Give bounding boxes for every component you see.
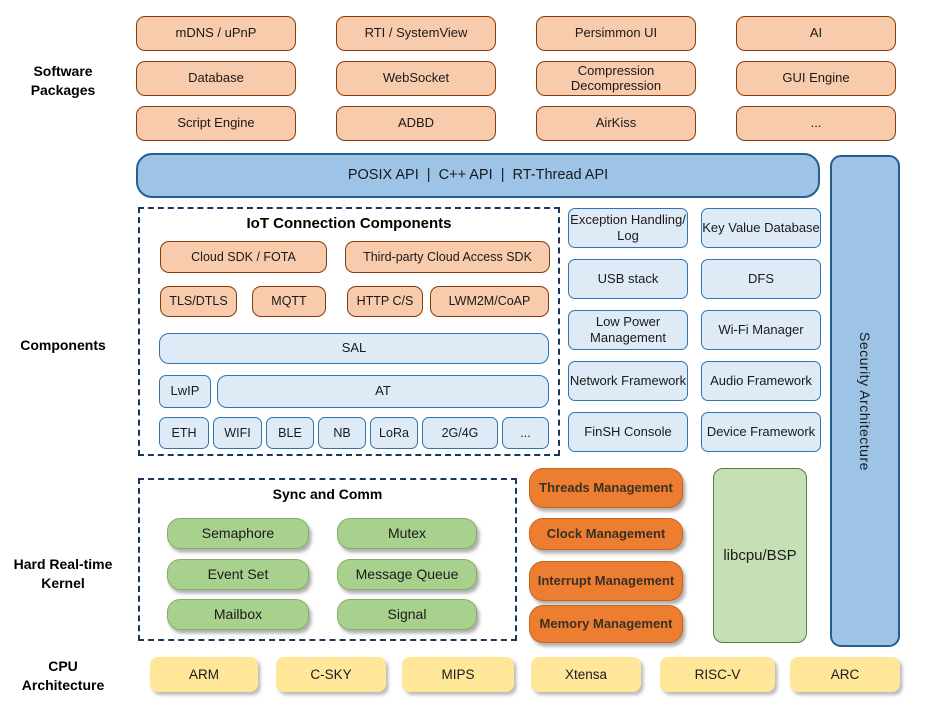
package-box: AirKiss <box>536 106 696 141</box>
module-box: Audio Framework <box>701 361 821 401</box>
sync-item-box: Semaphore <box>167 518 309 549</box>
section-label-kernel: Hard Real-time Kernel <box>13 556 113 591</box>
iot-sdk-box: Cloud SDK / FOTA <box>160 241 327 273</box>
module-box: Key Value Database <box>701 208 821 248</box>
link-box: LoRa <box>370 417 418 449</box>
module-box: USB stack <box>568 259 688 299</box>
sync-and-comm-box: Sync and Comm Semaphore Mutex Event Set … <box>138 478 517 641</box>
module-box: Low Power Management <box>568 310 688 350</box>
module-box: Device Framework <box>701 412 821 452</box>
at-box: AT <box>217 375 549 408</box>
package-box: AI <box>736 16 896 51</box>
package-box: Database <box>136 61 296 96</box>
libcpu-bsp-box: libcpu/BSP <box>713 468 807 643</box>
module-box: Network Framework <box>568 361 688 401</box>
link-box: ... <box>502 417 549 449</box>
package-box: RTI / SystemView <box>336 16 496 51</box>
management-box: Memory Management <box>529 605 683 643</box>
cpu-arch-box: ARM <box>150 657 258 692</box>
link-box: 2G/4G <box>422 417 498 449</box>
link-box: ETH <box>159 417 209 449</box>
package-box: Script Engine <box>136 106 296 141</box>
link-box: WIFI <box>213 417 262 449</box>
cpu-arch-box: MIPS <box>402 657 514 692</box>
iot-protocol-box: TLS/DTLS <box>160 286 237 317</box>
iot-protocol-box: HTTP C/S <box>347 286 423 317</box>
cpu-arch-box: ARC <box>790 657 900 692</box>
component-modules-grid: Exception Handling/ Log Key Value Databa… <box>568 208 821 452</box>
cpu-arch-box: RISC-V <box>660 657 775 692</box>
software-packages-grid: mDNS / uPnP RTI / SystemView Persimmon U… <box>136 16 896 141</box>
package-box: Persimmon UI <box>536 16 696 51</box>
management-box: Clock Management <box>529 518 683 550</box>
iot-sdk-box: Third-party Cloud Access SDK <box>345 241 550 273</box>
api-bar: POSIX API | C++ API | RT-Thread API <box>136 153 820 198</box>
package-box: Compression Decompression <box>536 61 696 96</box>
lwip-box: LwIP <box>159 375 211 408</box>
package-box: mDNS / uPnP <box>136 16 296 51</box>
link-box: NB <box>318 417 366 449</box>
module-box: Wi-Fi Manager <box>701 310 821 350</box>
package-box: ADBD <box>336 106 496 141</box>
iot-protocol-box: LWM2M/CoAP <box>430 286 549 317</box>
section-label-software-packages: Software Packages <box>30 63 96 98</box>
sync-item-box: Message Queue <box>337 559 477 590</box>
cpu-arch-box: Xtensa <box>531 657 641 692</box>
package-box: ... <box>736 106 896 141</box>
sal-box: SAL <box>159 333 549 364</box>
sync-item-box: Event Set <box>167 559 309 590</box>
section-label-cpu-architecture: CPU Architecture <box>21 658 105 693</box>
section-label-components: Components <box>20 337 106 353</box>
sync-item-box: Mailbox <box>167 599 309 630</box>
module-box: FinSH Console <box>568 412 688 452</box>
management-box: Interrupt Management <box>529 561 683 601</box>
module-box: Exception Handling/ Log <box>568 208 688 248</box>
iot-protocol-box: MQTT <box>252 286 326 317</box>
security-architecture-bar: Security Architecture <box>830 155 900 647</box>
iot-box-title: IoT Connection Components <box>246 215 452 232</box>
iot-connection-components-box: IoT Connection Components Cloud SDK / FO… <box>138 207 560 456</box>
link-box: BLE <box>266 417 314 449</box>
module-box: DFS <box>701 259 821 299</box>
cpu-arch-box: C-SKY <box>276 657 386 692</box>
management-box: Threads Management <box>529 468 683 508</box>
package-box: GUI Engine <box>736 61 896 96</box>
sync-item-box: Signal <box>337 599 477 630</box>
sync-box-title: Sync and Comm <box>272 486 383 502</box>
package-box: WebSocket <box>336 61 496 96</box>
sync-item-box: Mutex <box>337 518 477 549</box>
